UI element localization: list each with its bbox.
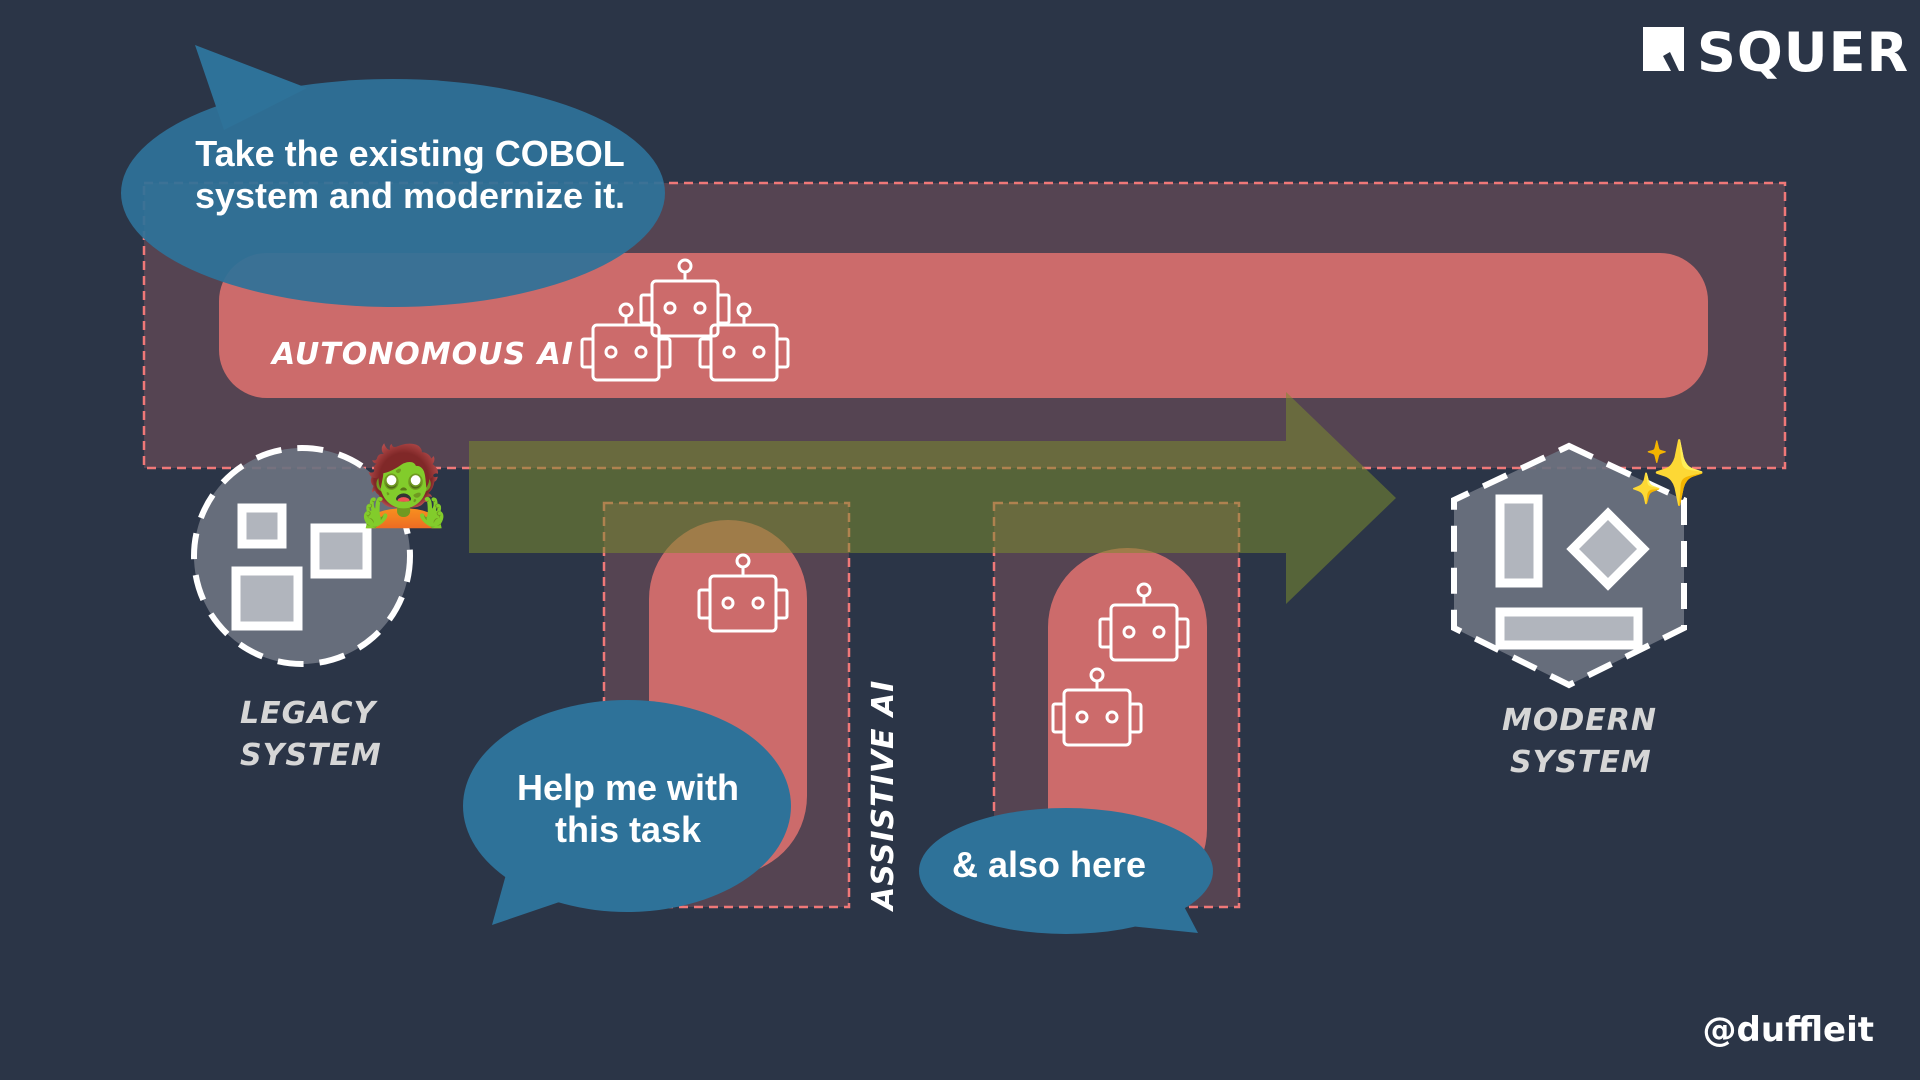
speech-bubble-assistive: Help me with this task: [463, 700, 791, 925]
legacy-system-label: LEGACY: [240, 696, 379, 731]
author-handle: @duffleit: [1703, 1010, 1874, 1050]
squer-logo: SQUER: [1643, 21, 1909, 84]
speech-bubble-also-text: & also here: [952, 844, 1146, 885]
squer-logo-mark: [1643, 27, 1684, 71]
speech-bubble-top-line1: Take the existing COBOL: [195, 133, 624, 174]
speech-bubble-also: & also here: [919, 808, 1213, 934]
assistive-ai-label: ASSISTIVE AI: [866, 680, 901, 912]
legacy-system-icon: [191, 445, 413, 667]
autonomous-ai-pill: [219, 253, 1708, 398]
modern-system-label: MODERN: [1502, 703, 1657, 738]
legacy-system-label-2: SYSTEM: [240, 738, 382, 773]
modern-system-icon: [1451, 442, 1687, 689]
speech-bubble-assistive-line1: Help me with: [517, 767, 739, 808]
speech-bubble-assistive-line2: this task: [555, 809, 702, 850]
speech-bubble-top: Take the existing COBOL system and moder…: [121, 45, 665, 307]
zombie-icon: 🧟: [355, 441, 452, 531]
modern-system-label-2: SYSTEM: [1510, 745, 1652, 780]
autonomous-ai-label: AUTONOMOUS AI: [270, 337, 574, 372]
sparkles-icon: ✨: [1628, 437, 1708, 511]
squer-logo-text: SQUER: [1697, 21, 1909, 84]
modernization-arrow: [469, 392, 1396, 604]
speech-bubble-top-line2: system and modernize it.: [195, 175, 625, 216]
